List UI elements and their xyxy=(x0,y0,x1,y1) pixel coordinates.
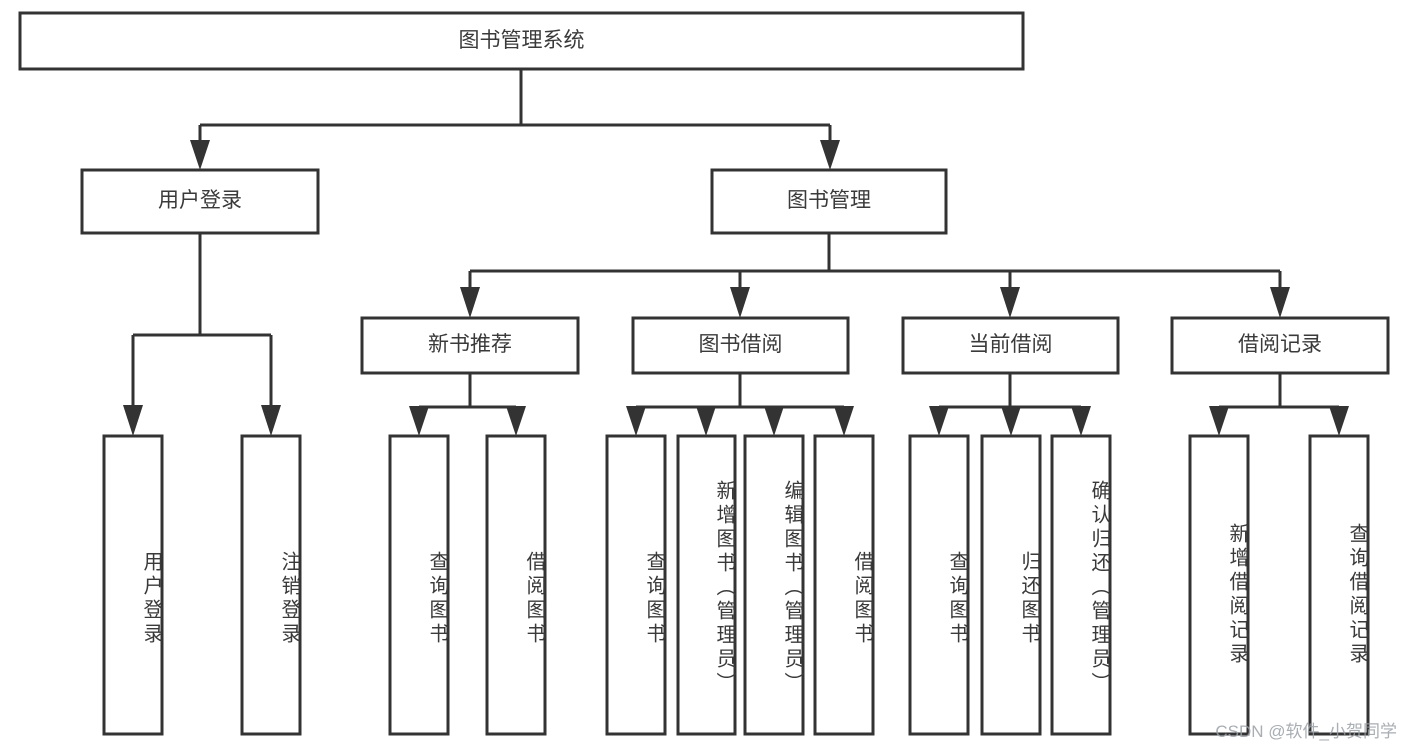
connector-currentborrow-to-leaves xyxy=(929,373,1091,436)
node-box-edit-book-admin[interactable] xyxy=(743,434,805,736)
connector-newbook-to-leaves xyxy=(409,373,526,436)
node-box-query-borrow-record[interactable] xyxy=(1308,434,1370,736)
node-box-user-logout-leaf[interactable] xyxy=(240,434,302,736)
node-box-root[interactable] xyxy=(18,11,1025,71)
node-box-user-login[interactable] xyxy=(80,168,320,235)
node-box-new-book-recommend[interactable] xyxy=(360,316,580,375)
node-box-book-borrow[interactable] xyxy=(631,316,850,375)
connector-bookmgmt-to-midnodes xyxy=(460,233,1290,318)
node-box-query-book-2[interactable] xyxy=(605,434,667,736)
node-box-borrow-record[interactable] xyxy=(1170,316,1390,375)
node-box-book-management[interactable] xyxy=(710,168,948,235)
node-box-borrow-book-1[interactable] xyxy=(485,434,547,736)
watermark-text: CSDN @软件_小贺同学 xyxy=(1215,722,1397,741)
connector-root-to-level1 xyxy=(190,69,840,170)
node-box-user-login-leaf[interactable] xyxy=(102,434,164,736)
node-box-return-book[interactable] xyxy=(980,434,1042,736)
node-box-query-book-1[interactable] xyxy=(388,434,450,736)
node-box-add-borrow-record[interactable] xyxy=(1188,434,1250,736)
connector-borrowrecord-to-leaves xyxy=(1209,373,1349,436)
connector-userlogin-to-leaves xyxy=(123,233,281,436)
connector-bookborrow-to-leaves xyxy=(626,373,854,436)
node-box-confirm-return-admin[interactable] xyxy=(1050,434,1112,736)
node-box-query-book-3[interactable] xyxy=(908,434,970,736)
node-box-current-borrow[interactable] xyxy=(901,316,1120,375)
node-box-borrow-book-2[interactable] xyxy=(813,434,875,736)
node-box-add-book-admin[interactable] xyxy=(676,434,737,736)
